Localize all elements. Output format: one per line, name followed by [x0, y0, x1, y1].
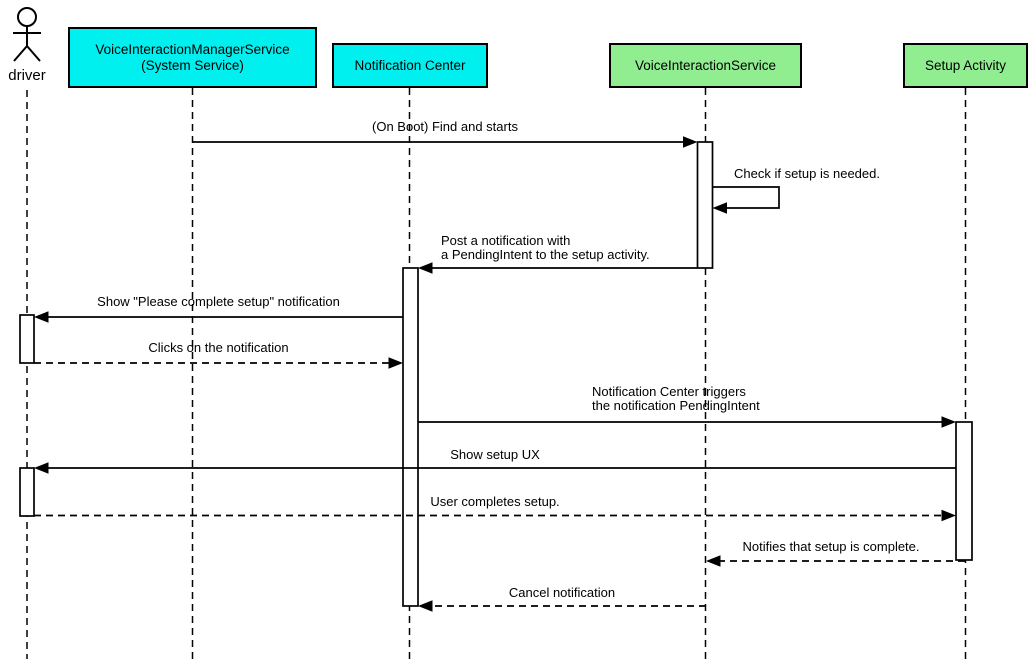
participant-notification-center: Notification Center — [332, 43, 488, 88]
arrowhead-right-icon — [388, 357, 403, 369]
activation-notification-center — [402, 267, 419, 607]
activation-bars — [19, 141, 973, 607]
activation-driver-1 — [19, 314, 35, 364]
arrowhead-left-icon — [706, 555, 721, 567]
message-label-check-if-setup-needed: Check if setup is needed. — [734, 166, 880, 181]
arrowhead-left-icon — [418, 262, 433, 274]
message-label-on-boot-find-and-starts: (On Boot) Find and starts — [372, 119, 518, 134]
activation-voice-interaction-service — [696, 141, 714, 269]
arrowhead-left-icon — [34, 462, 49, 474]
arrow-check-if-setup-needed-self — [712, 186, 780, 209]
activation-setup-activity — [955, 421, 973, 561]
participant-voice-interaction-service: VoiceInteractionService — [609, 43, 802, 88]
arrowhead-left-icon — [34, 311, 49, 323]
message-label-clicks-notification: Clicks on the notification — [148, 340, 289, 355]
arrowhead-left-icon — [712, 202, 727, 214]
arrowhead-left-icon — [418, 600, 433, 612]
participant-voice-interaction-manager-service: VoiceInteractionManagerService (System S… — [68, 27, 317, 88]
message-label-triggers-pendingintent: Notification Center triggers the notific… — [592, 384, 760, 413]
lifelines — [26, 88, 967, 659]
message-label-user-completes-setup: User completes setup. — [430, 494, 560, 509]
message-arrows — [34, 136, 965, 612]
arrowhead-right-icon — [941, 509, 956, 522]
message-label-notifies-setup-complete: Notifies that setup is complete. — [742, 539, 920, 554]
arrowhead-right-icon — [941, 416, 956, 428]
message-label-show-setup-notification: Show "Please complete setup" notificatio… — [97, 294, 340, 309]
arrowhead-right-icon — [683, 136, 698, 148]
participant-setup-activity: Setup Activity — [903, 43, 1028, 88]
activation-driver-2 — [19, 467, 35, 517]
message-label-show-setup-ux: Show setup UX — [450, 447, 540, 462]
actor-stick-figure-icon — [13, 7, 41, 62]
actor-label: driver — [8, 67, 46, 84]
message-label-cancel-notification: Cancel notification — [508, 585, 616, 600]
message-label-post-notification: Post a notification with a PendingIntent… — [441, 233, 650, 262]
